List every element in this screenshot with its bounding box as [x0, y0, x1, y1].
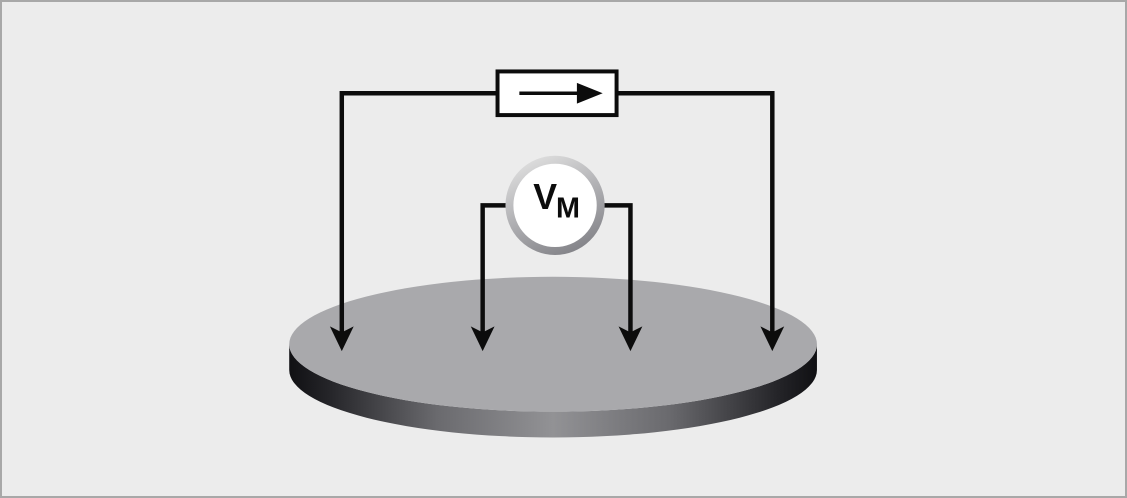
wafer-side [289, 344, 817, 438]
current-arrow-icon [576, 82, 603, 104]
probe-arrowhead-icon [760, 326, 785, 352]
wafer-disk [289, 276, 817, 438]
probe-arrowhead-icon [329, 326, 354, 352]
voltmeter: V M [505, 155, 605, 255]
probe-arrowhead-icon [470, 326, 495, 352]
wafer-top [289, 276, 817, 412]
voltage-wire-left [480, 203, 509, 336]
current-source [495, 69, 619, 118]
probe-arrowhead-icon [618, 326, 643, 352]
current-wire-right [614, 91, 775, 336]
voltage-wire-right [601, 203, 633, 336]
voltmeter-label: V [533, 177, 557, 217]
voltmeter-label-subscript: M [556, 192, 580, 224]
voltmeter-ring [505, 155, 605, 255]
current-wire-left [339, 91, 500, 336]
